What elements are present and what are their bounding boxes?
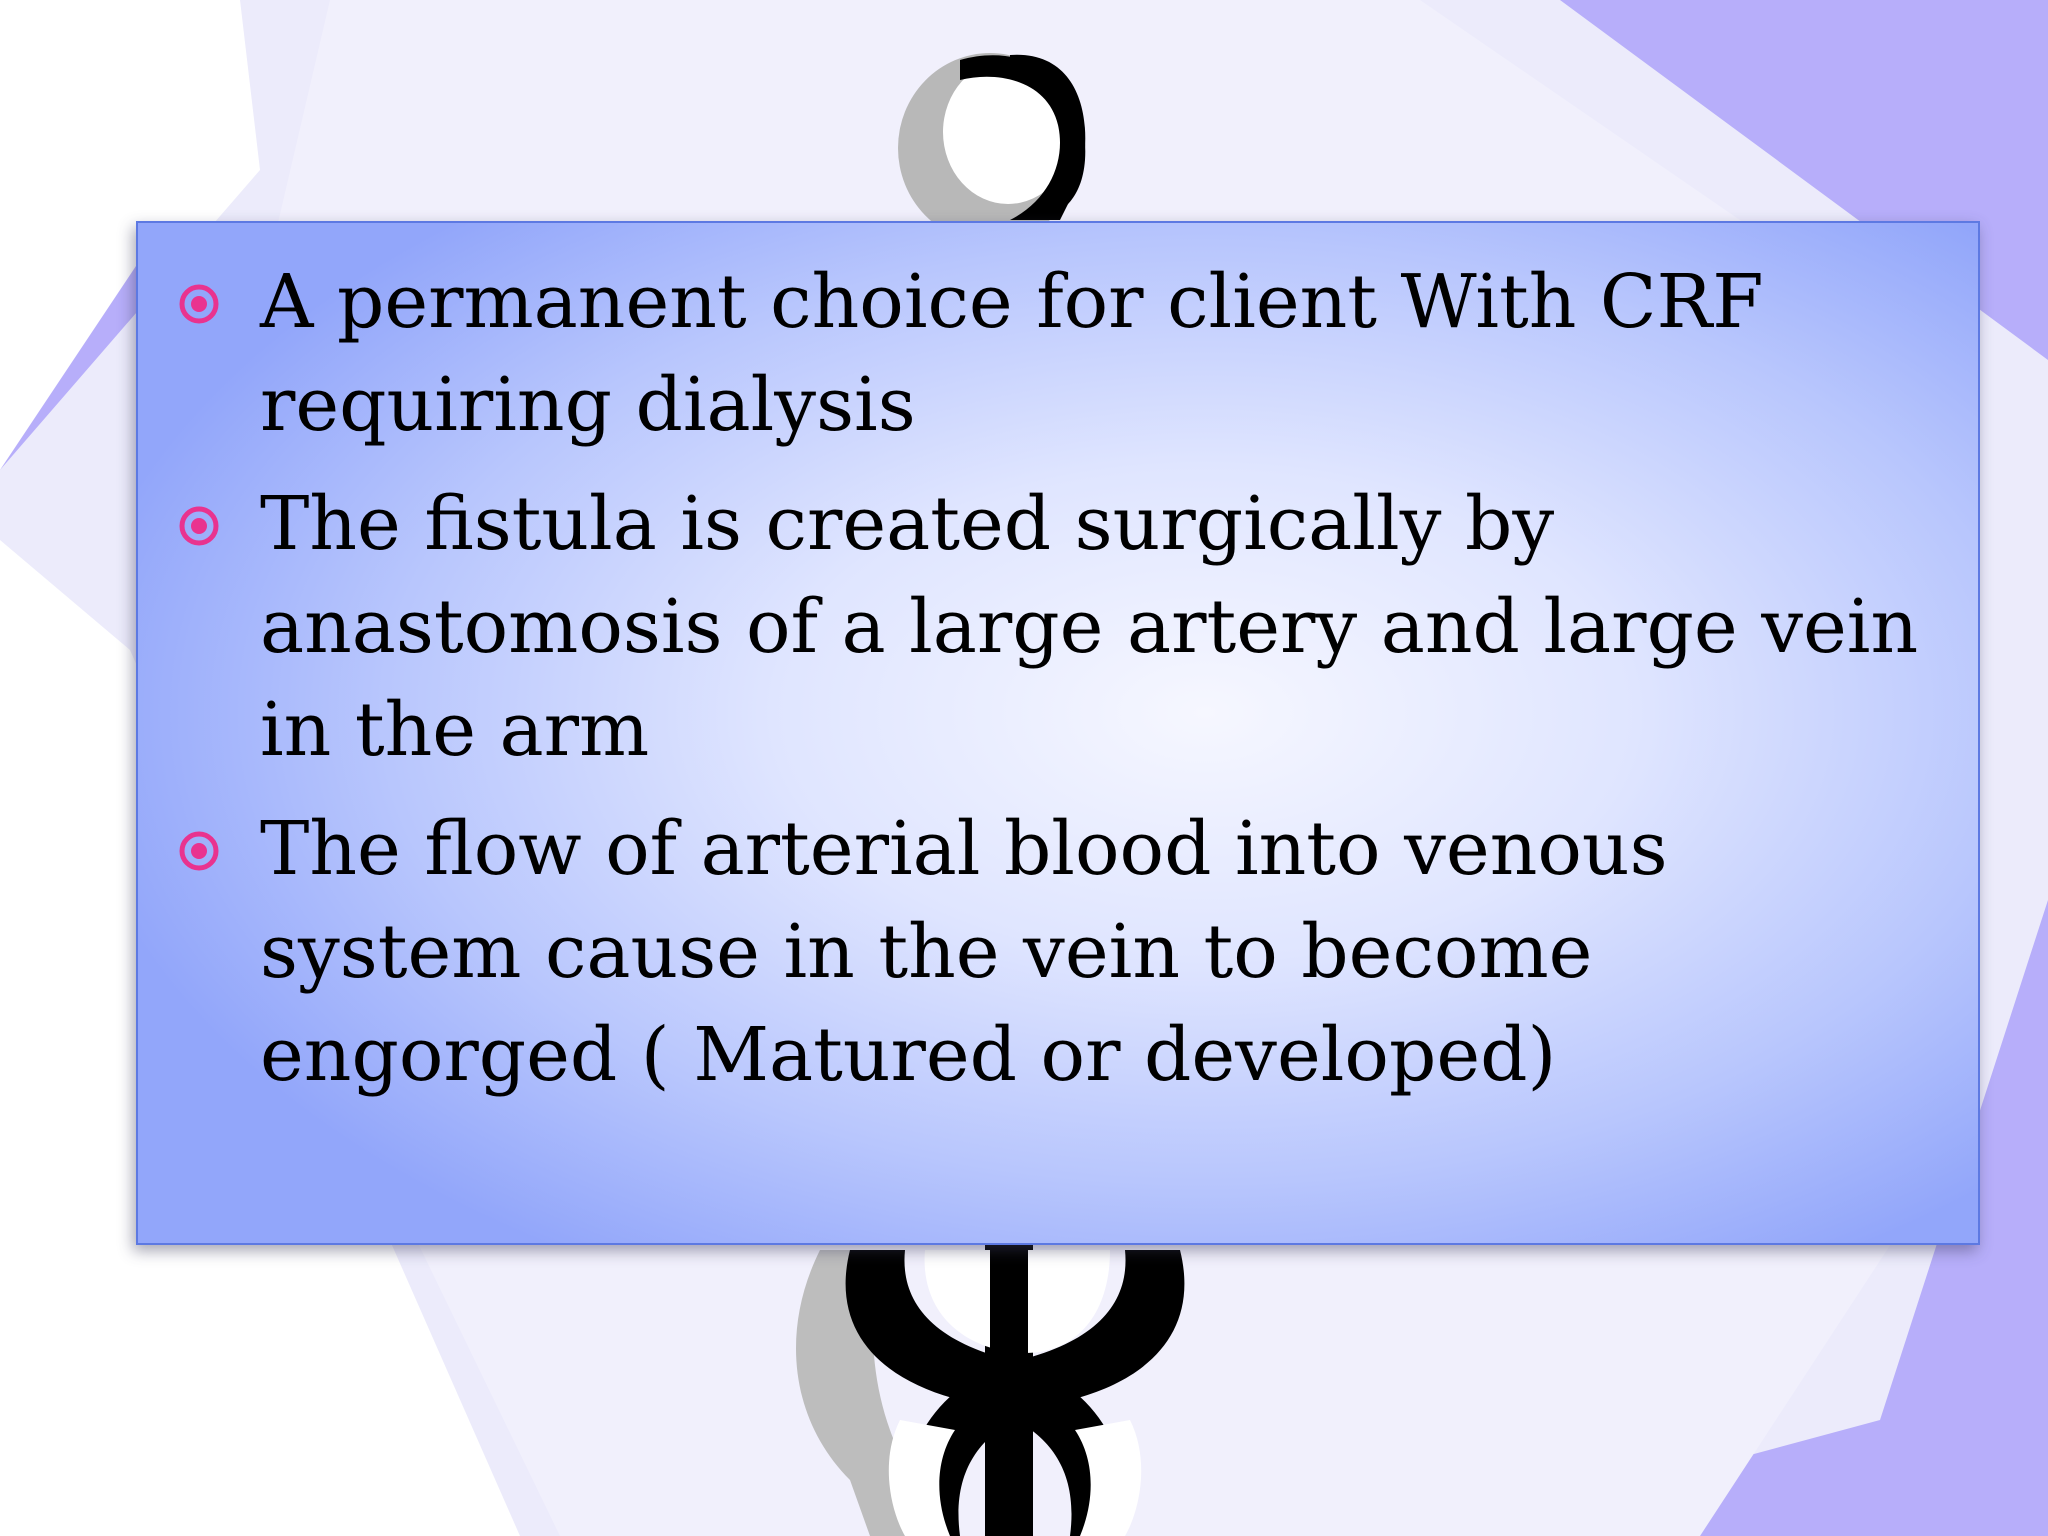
content-box: A permanent choice for client With CRF r… (136, 221, 1980, 1245)
bullet-list: A permanent choice for client With CRF r… (138, 251, 1978, 1123)
bullet-text: The fistula is created surgically by ana… (260, 481, 1919, 773)
bullet-item: A permanent choice for client With CRF r… (138, 251, 1978, 457)
bullet-circle-icon (179, 284, 219, 324)
bullet-circle-icon (179, 506, 219, 546)
bullet-item: The fistula is created surgically by ana… (138, 473, 1978, 782)
caduceus-icon (796, 53, 1185, 1536)
bullet-item: The flow of arterial blood into venous s… (138, 798, 1978, 1107)
bullet-text: A permanent choice for client With CRF r… (260, 259, 1764, 448)
bullet-circle-icon (179, 831, 219, 871)
bullet-text: The flow of arterial blood into venous s… (260, 806, 1668, 1098)
